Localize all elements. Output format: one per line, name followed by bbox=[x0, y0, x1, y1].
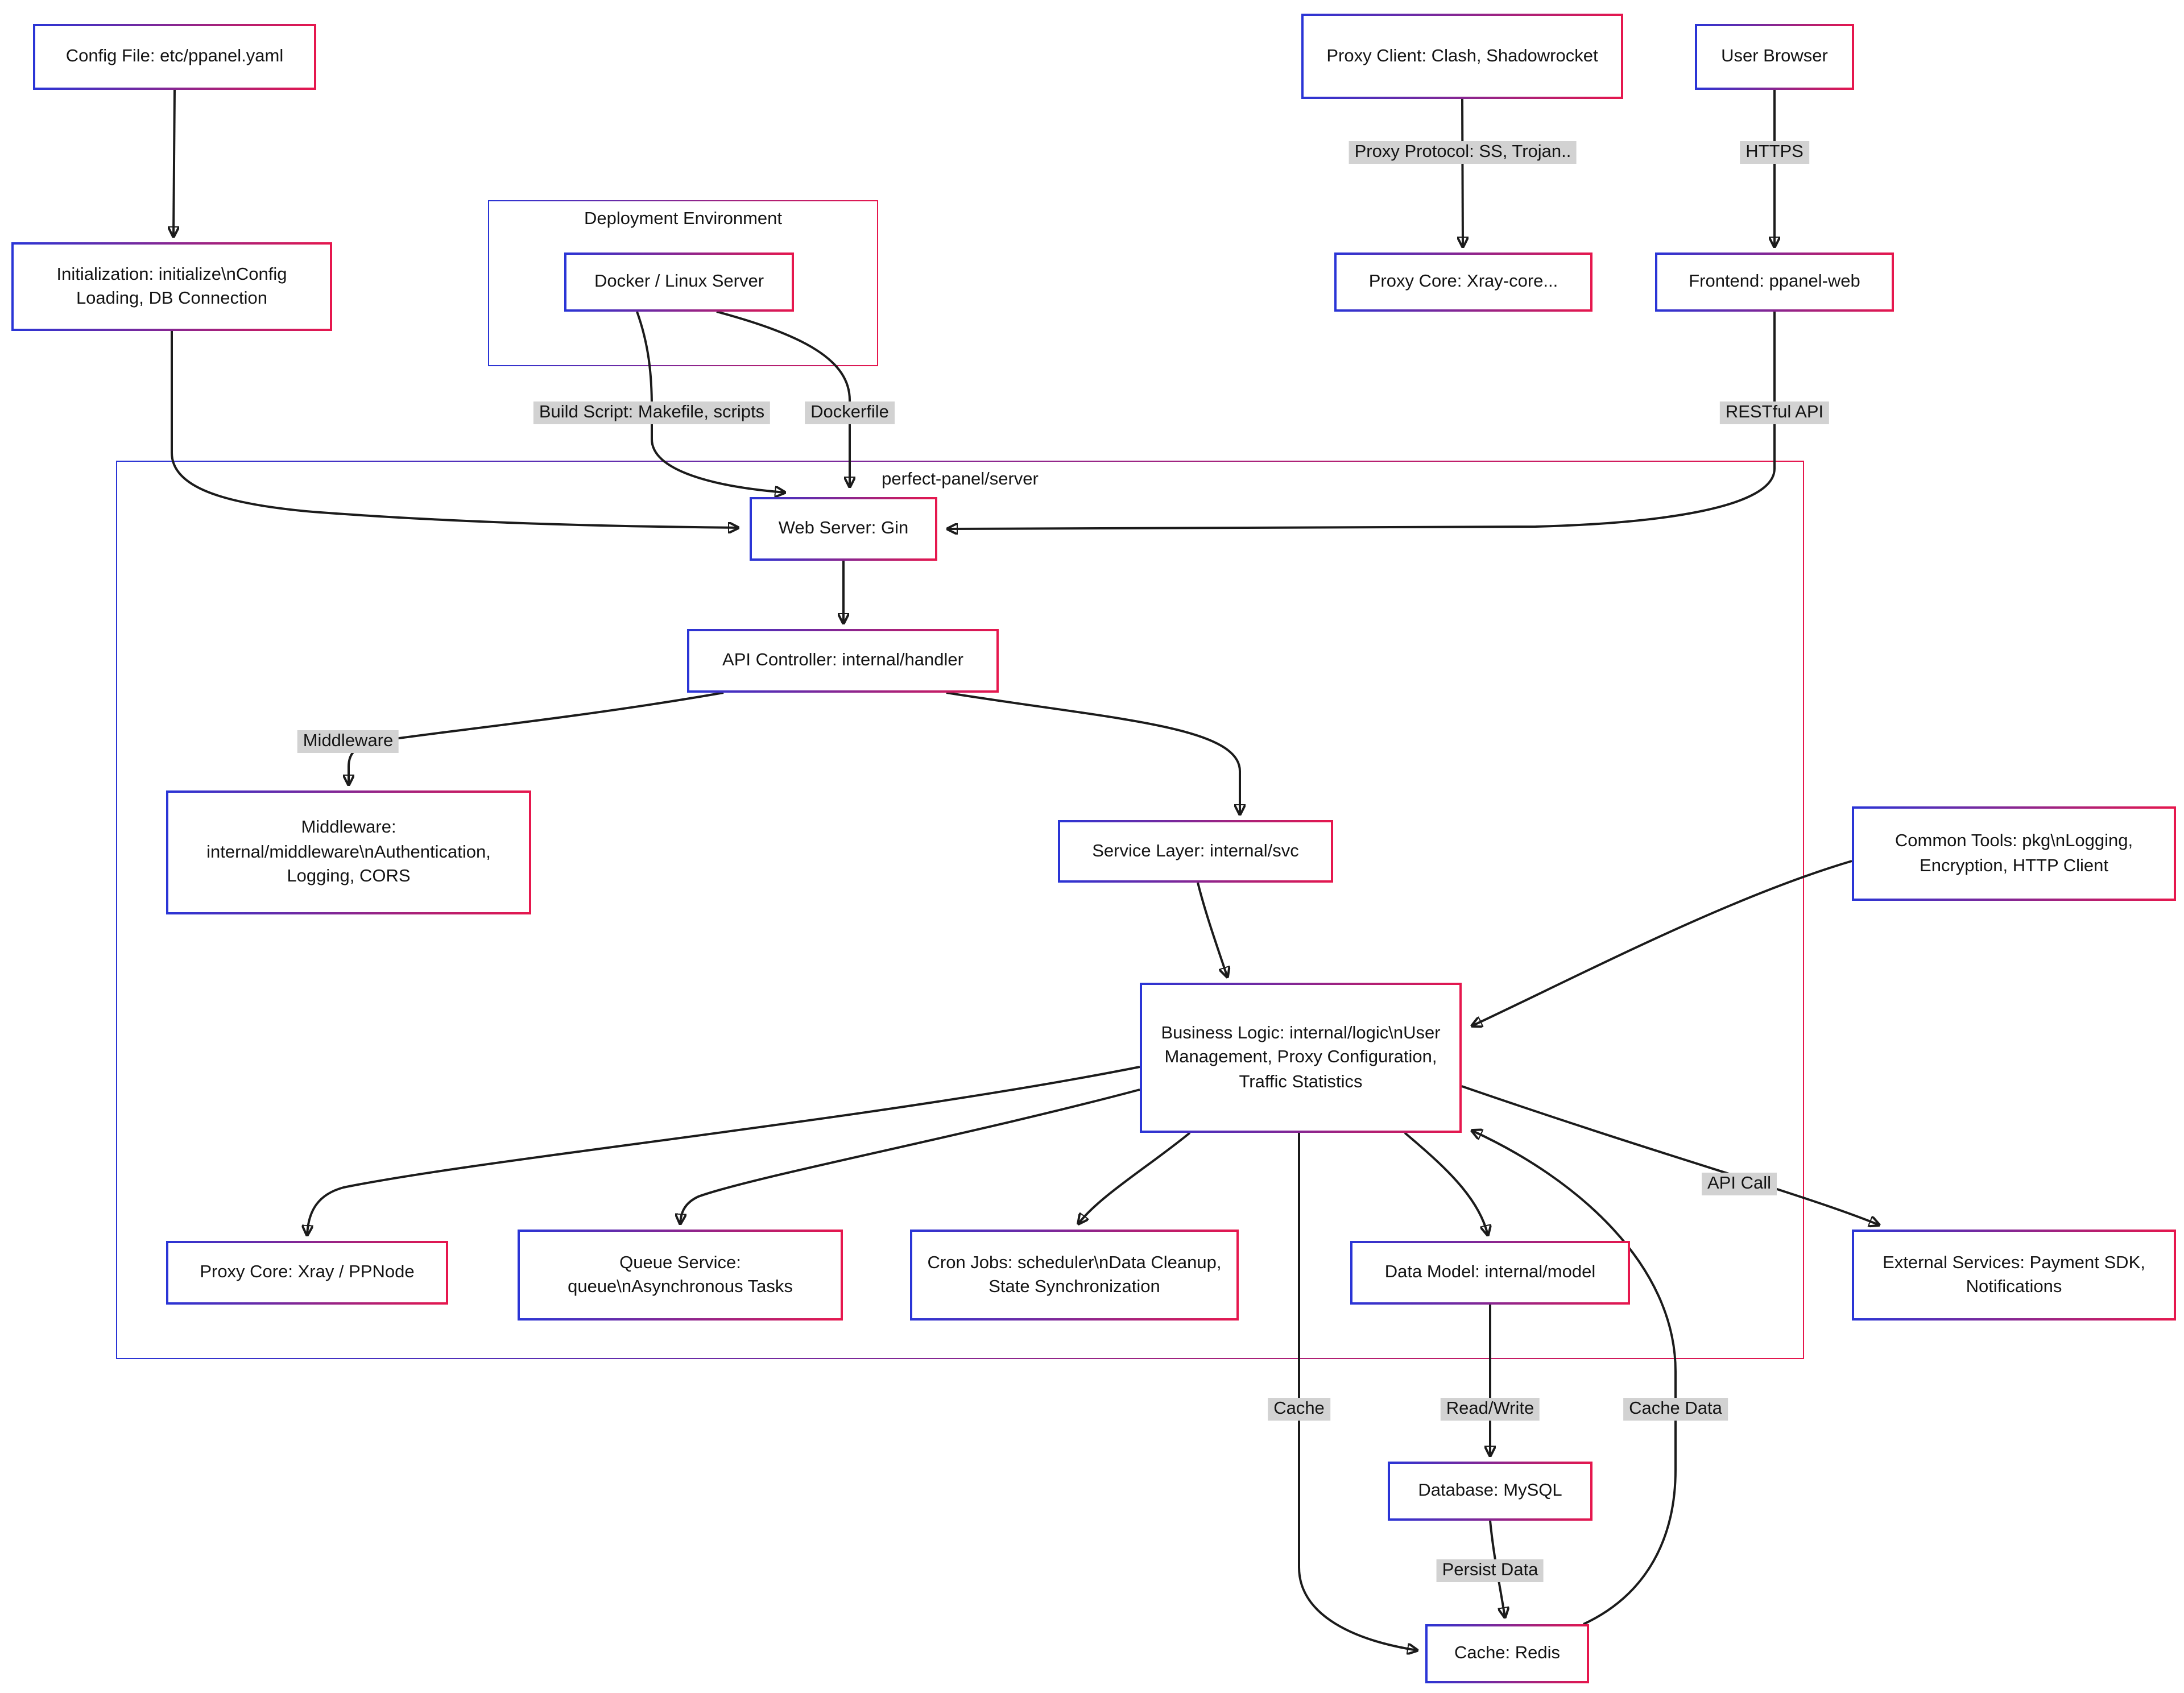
edge-label-restful-api: RESTful API bbox=[1719, 401, 1830, 424]
edge-service-to-logic bbox=[1197, 882, 1227, 977]
node-queue-service: Queue Service: queue\nAsynchronous Tasks bbox=[518, 1230, 843, 1321]
edge-label-cache-data: Cache Data bbox=[1623, 1398, 1728, 1421]
container-deployment-environment-label: Deployment Environment bbox=[584, 209, 783, 229]
edge-commontools-to-logic bbox=[1472, 860, 1852, 1026]
edge-label-api-call: API Call bbox=[1702, 1173, 1777, 1195]
node-config-file: Config File: etc/ppanel.yaml bbox=[33, 24, 316, 90]
node-data-model: Data Model: internal/model bbox=[1350, 1241, 1630, 1305]
node-proxy-core-ppnode: Proxy Core: Xray / PPNode bbox=[166, 1241, 448, 1305]
edge-logic-to-cron bbox=[1078, 1132, 1191, 1224]
edge-frontend-to-webserver bbox=[948, 312, 1776, 529]
edge-label-build-script: Build Script: Makefile, scripts bbox=[533, 401, 771, 424]
edge-config-to-init bbox=[173, 89, 175, 237]
node-frontend-ppanel-web: Frontend: ppanel-web bbox=[1655, 252, 1894, 312]
node-docker-linux-server: Docker / Linux Server bbox=[564, 252, 794, 312]
node-middleware: Middleware: internal/middleware\nAuthent… bbox=[166, 790, 531, 914]
node-service-layer: Service Layer: internal/svc bbox=[1058, 820, 1333, 883]
node-cron-jobs: Cron Jobs: scheduler\nData Cleanup, Stat… bbox=[910, 1230, 1239, 1321]
edge-proxyclient-to-xraycore bbox=[1462, 98, 1463, 247]
node-common-tools: Common Tools: pkg\nLogging, Encryption, … bbox=[1852, 806, 2176, 901]
edge-init-to-webserver bbox=[171, 331, 738, 528]
edge-label-proxy-protocol: Proxy Protocol: SS, Trojan.. bbox=[1349, 141, 1577, 164]
node-web-server-gin: Web Server: Gin bbox=[750, 497, 937, 561]
node-proxy-client: Proxy Client: Clash, Shadowrocket bbox=[1301, 14, 1623, 99]
node-external-services: External Services: Payment SDK, Notifica… bbox=[1852, 1230, 2176, 1321]
edge-logic-to-external bbox=[1461, 1085, 1879, 1225]
edge-docker-buildscript-to-webserver bbox=[636, 311, 785, 492]
node-cache-redis: Cache: Redis bbox=[1425, 1624, 1589, 1683]
edge-logic-to-datamodel bbox=[1404, 1132, 1488, 1235]
container-perfect-panel-server-label: perfect-panel/server bbox=[882, 470, 1039, 489]
node-user-browser: User Browser bbox=[1695, 24, 1854, 90]
edge-logic-to-ppnode bbox=[307, 1066, 1140, 1235]
edge-label-dockerfile: Dockerfile bbox=[805, 401, 895, 424]
edge-label-read-write: Read/Write bbox=[1440, 1398, 1540, 1421]
node-proxy-core-xray: Proxy Core: Xray-core... bbox=[1334, 252, 1592, 312]
edge-cache-to-logic bbox=[1472, 1131, 1677, 1625]
edge-api-to-service bbox=[946, 692, 1240, 814]
edge-logic-to-cache bbox=[1298, 1133, 1417, 1650]
edge-logic-to-queue bbox=[680, 1088, 1140, 1224]
node-business-logic: Business Logic: internal/logic\nUser Man… bbox=[1140, 983, 1462, 1133]
node-api-controller: API Controller: internal/handler bbox=[687, 629, 999, 693]
node-initialization: Initialization: initialize\nConfig Loadi… bbox=[11, 242, 332, 331]
node-database-mysql: Database: MySQL bbox=[1388, 1462, 1592, 1521]
edge-label-https: HTTPS bbox=[1740, 141, 1809, 164]
edge-label-middleware: Middleware bbox=[297, 730, 399, 753]
edge-api-to-middleware bbox=[349, 692, 724, 785]
container-deployment-environment: Deployment Environment bbox=[488, 200, 878, 366]
edge-label-cache: Cache bbox=[1268, 1398, 1330, 1421]
edge-docker-dockerfile-to-webserver bbox=[716, 311, 850, 487]
edge-label-persist-data: Persist Data bbox=[1436, 1559, 1544, 1582]
